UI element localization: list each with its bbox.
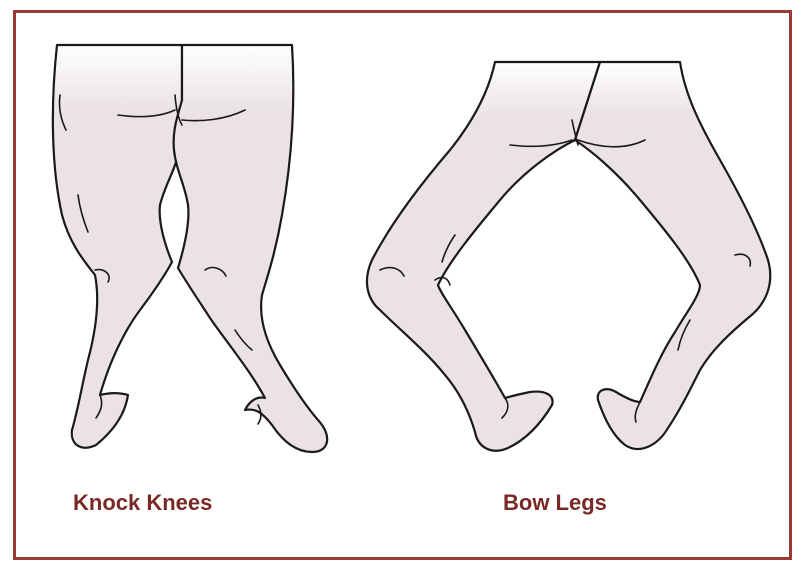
bow-legs-right-leg (573, 60, 772, 451)
knock-knees-label: Knock Knees (73, 490, 213, 515)
knock-knees-figure (51, 43, 329, 454)
knock-knees-left-leg (51, 43, 184, 449)
bow-legs-figure (365, 60, 772, 452)
knock-knees-right-leg (172, 43, 329, 454)
bow-legs-label: Bow Legs (503, 490, 607, 515)
bow-legs-left-leg (365, 60, 602, 452)
